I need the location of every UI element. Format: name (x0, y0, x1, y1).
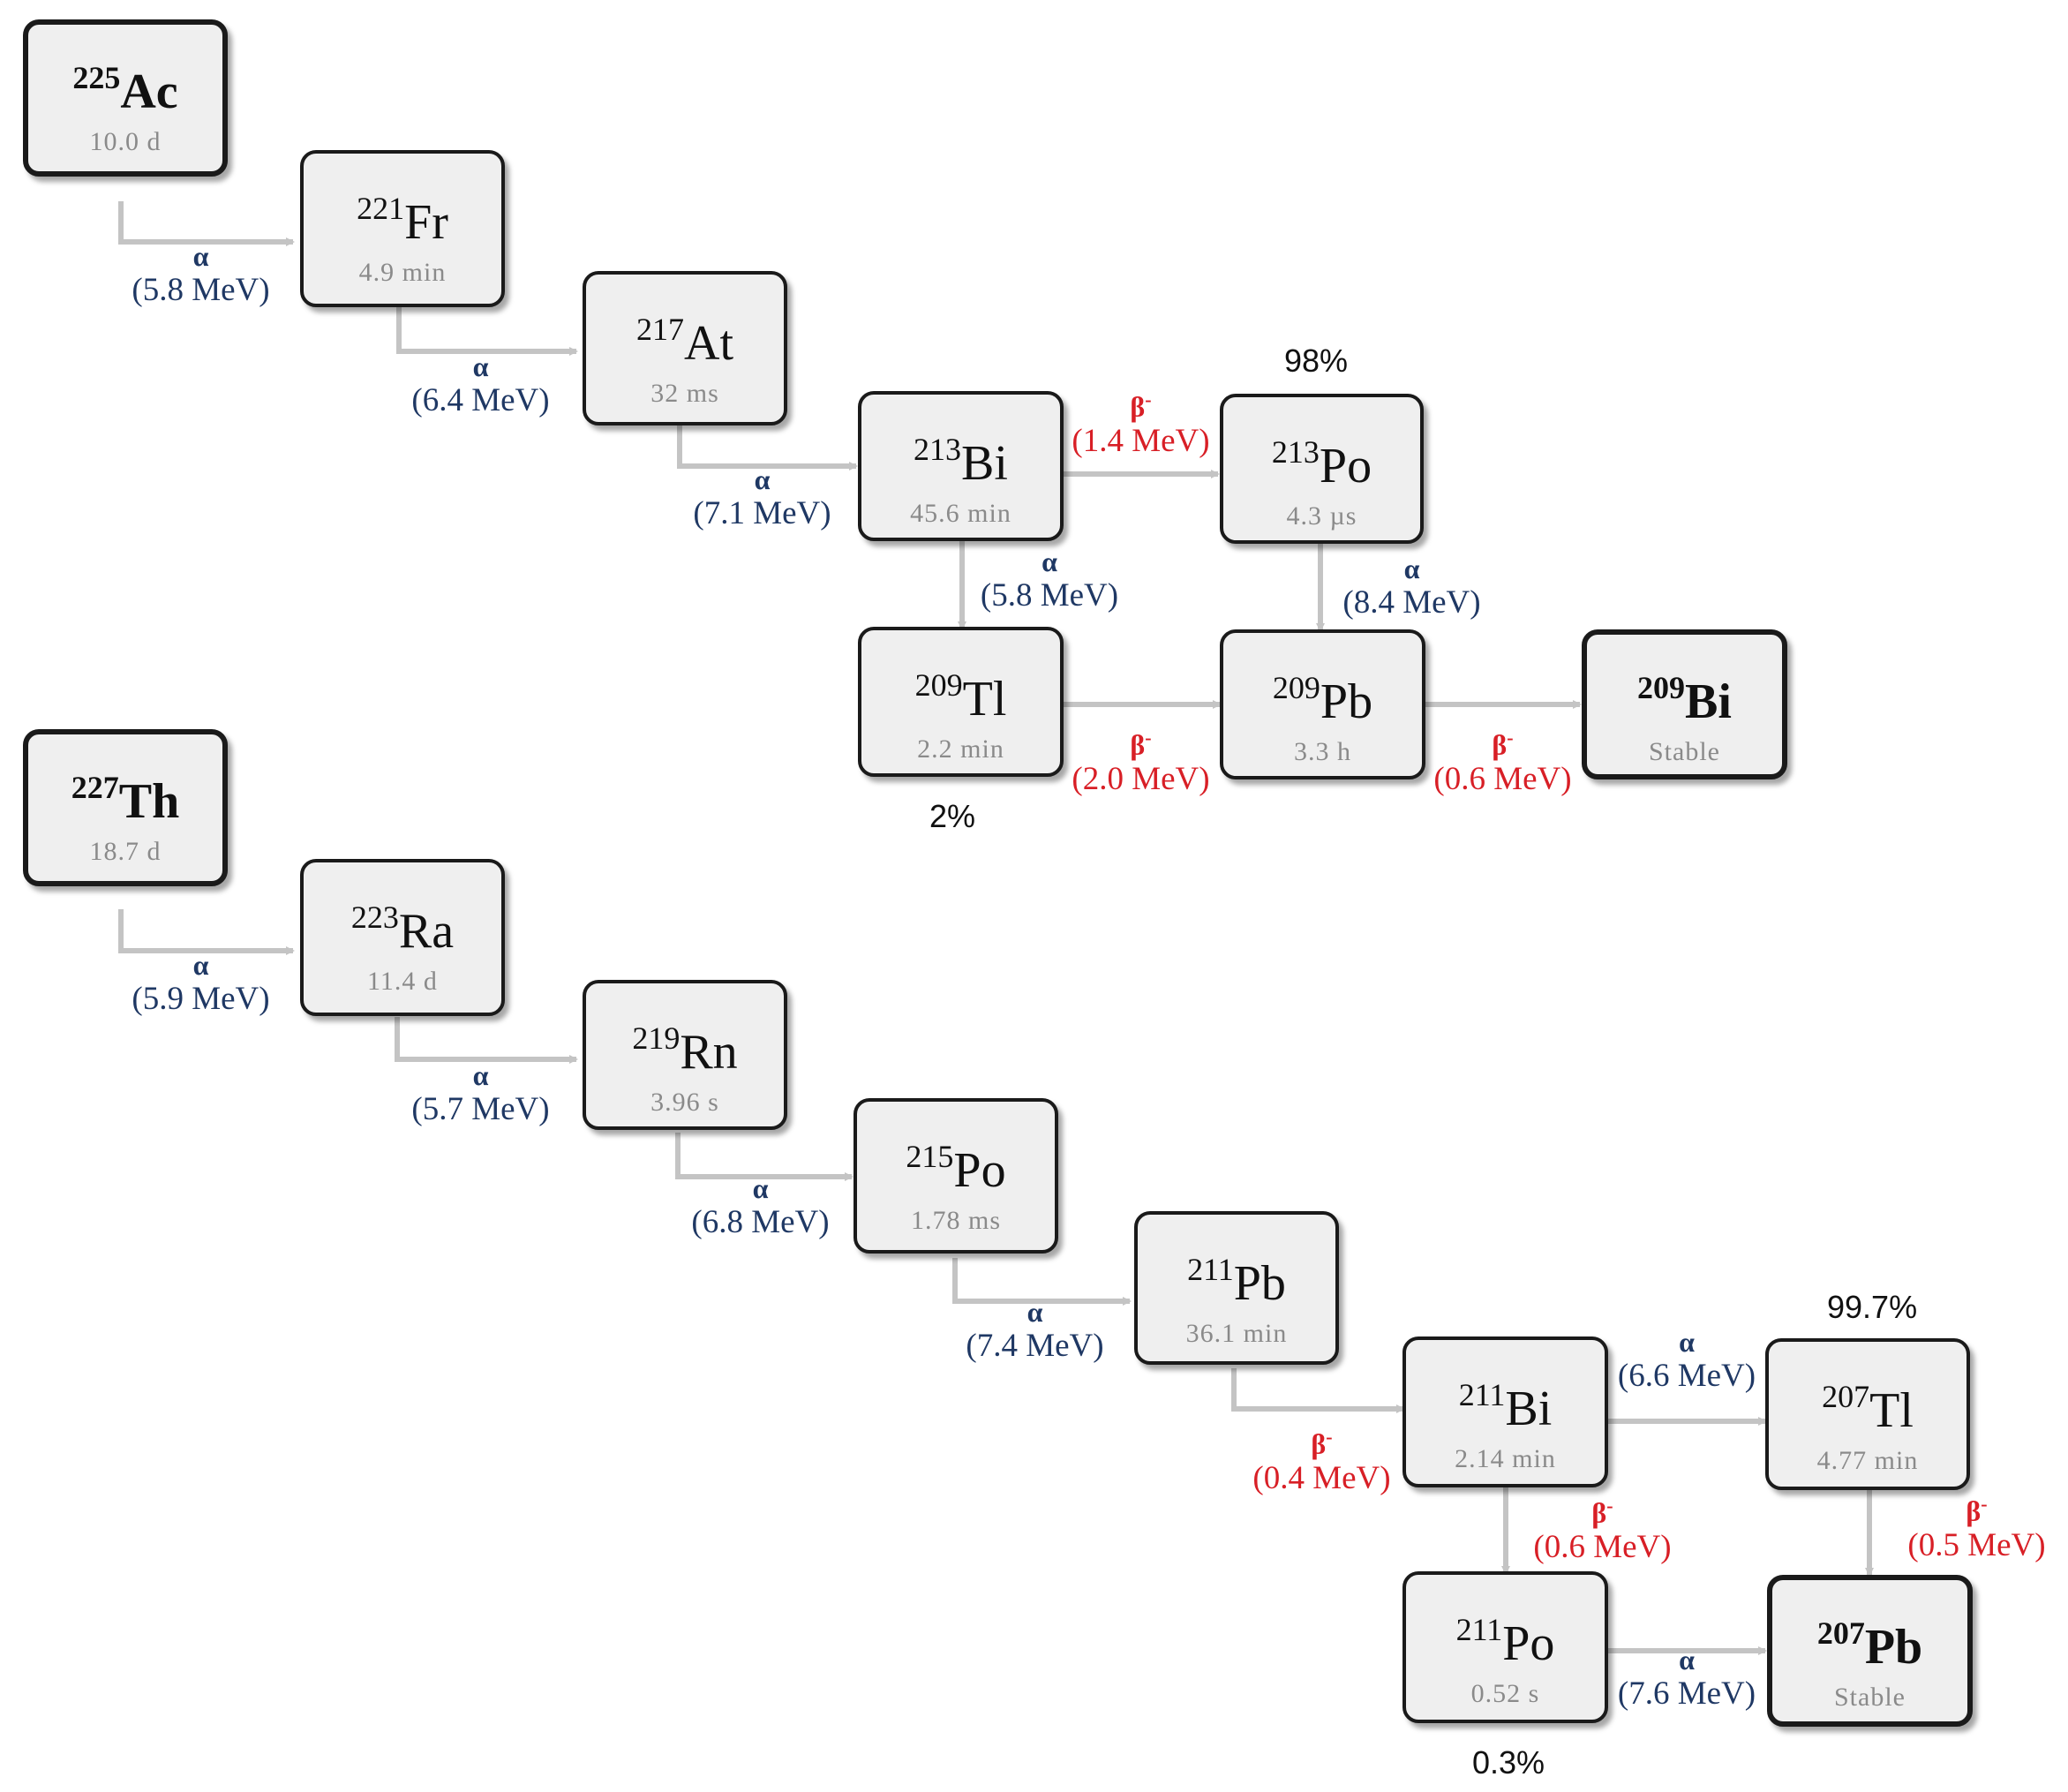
decay-label-pb211-bi211: β- (0.4 MeV) (1252, 1426, 1391, 1496)
nuclide-label: 211Pb (1187, 1252, 1286, 1311)
decay-label-bi213-tl209: α (5.8 MeV) (980, 546, 1119, 614)
nuclide-label: 213Bi (914, 432, 1008, 491)
arrow-pb211-bi211 (1231, 1368, 1405, 1413)
nuclide-label: 211Bi (1458, 1377, 1553, 1436)
decay-label-pb209-bi209: β- (0.6 MeV) (1433, 727, 1572, 797)
branch-percent-tl209: 2% (929, 798, 976, 834)
arrow-ac225-fr221 (118, 201, 295, 246)
decay-label-bi211-tl207: α (6.6 MeV) (1617, 1326, 1756, 1394)
nuclide-label: 207Pb (1816, 1615, 1923, 1675)
arrow-th227-ra223 (118, 909, 295, 955)
nuclide-rn219: 219Rn 3.96 s (583, 980, 787, 1130)
half-life: 4.9 min (358, 258, 447, 287)
nuclide-bi213: 213Bi 45.6 min (858, 391, 1064, 541)
half-life: 0.52 s (1470, 1679, 1540, 1708)
half-life: 45.6 min (910, 499, 1011, 528)
nuclide-bi211: 211Bi 2.14 min (1402, 1336, 1608, 1487)
nuclide-bi209: 209Bi Stable (1582, 629, 1787, 779)
nuclide-label: 209Pb (1272, 670, 1373, 729)
half-life: 36.1 min (1185, 1319, 1288, 1348)
half-life: 2.14 min (1455, 1444, 1556, 1473)
decay-label-bi211-po211: β- (0.6 MeV) (1533, 1495, 1672, 1565)
half-life: Stable (1834, 1683, 1906, 1712)
decay-label-fr221-at217: α (6.4 MeV) (411, 350, 550, 418)
nuclide-tl207: 207Tl 4.77 min (1765, 1338, 1970, 1490)
decay-label-rn219-po215: α (6.8 MeV) (691, 1172, 830, 1240)
nuclide-pb209: 209Pb 3.3 h (1220, 629, 1425, 779)
nuclide-label: 215Po (906, 1139, 1006, 1198)
nuclide-label: 217At (636, 312, 733, 371)
decay-label-po213-pb209: α (8.4 MeV) (1342, 553, 1481, 621)
nuclide-label: 223Ra (350, 900, 455, 959)
nuclide-label: 227Th (71, 770, 180, 829)
nuclide-label: 209Bi (1637, 670, 1732, 729)
half-life: 11.4 d (367, 967, 438, 996)
half-life: 3.3 h (1294, 737, 1351, 766)
nuclide-tl209: 209Tl 2.2 min (858, 627, 1064, 777)
half-life: 18.7 d (89, 837, 162, 866)
half-life: 4.3 µs (1286, 501, 1357, 531)
branch-percent-po213: 98% (1284, 343, 1349, 379)
nuclide-label: 207Tl (1822, 1379, 1914, 1438)
nuclide-label: 209Tl (914, 667, 1007, 727)
nuclide-pb211: 211Pb 36.1 min (1134, 1211, 1339, 1365)
arrow-ra223-rn219 (395, 1017, 578, 1064)
arrow-po215-pb211 (952, 1258, 1132, 1306)
branch-percent-tl207: 99.7% (1827, 1289, 1918, 1325)
nuclide-po213: 213Po 4.3 µs (1220, 394, 1424, 544)
decay-label-at217-bi213: α (7.1 MeV) (693, 463, 831, 531)
decay-label-th227-ra223: α (5.9 MeV) (132, 949, 270, 1017)
half-life: 3.96 s (650, 1088, 719, 1117)
nuclide-label: 211Po (1455, 1612, 1555, 1671)
half-life: 10.0 d (89, 127, 162, 156)
decay-label-tl209-pb209: β- (2.0 MeV) (1072, 727, 1210, 797)
half-life: 32 ms (650, 379, 719, 408)
nuclide-label: 219Rn (632, 1020, 738, 1080)
arrow-at217-bi213 (677, 425, 858, 471)
nuclide-fr221: 221Fr 4.9 min (300, 150, 505, 307)
nuclide-label: 213Po (1271, 434, 1372, 493)
decay-label-po215-pb211: α (7.4 MeV) (966, 1296, 1104, 1364)
nuclide-th227: 227Th 18.7 d (23, 729, 228, 886)
nuclide-label: 221Fr (357, 191, 448, 250)
nuclide-ac225: 225Ac 10.0 d (23, 19, 228, 177)
nuclide-label: 225Ac (72, 60, 178, 119)
nuclide-po215: 215Po 1.78 ms (854, 1098, 1058, 1254)
decay-label-ra223-rn219: α (5.7 MeV) (411, 1059, 550, 1127)
decay-label-po211-pb207: α (7.6 MeV) (1617, 1644, 1756, 1712)
half-life: Stable (1649, 737, 1720, 766)
half-life: 1.78 ms (910, 1206, 1001, 1235)
branch-percent-po211: 0.3% (1472, 1744, 1545, 1781)
nuclide-ra223: 223Ra 11.4 d (300, 859, 505, 1016)
arrow-fr221-at217 (396, 307, 578, 356)
decay-label-bi213-po213: β- (1.4 MeV) (1072, 388, 1210, 459)
nuclide-po211: 211Po 0.52 s (1402, 1571, 1608, 1723)
nuclide-pb207: 207Pb Stable (1767, 1575, 1973, 1727)
decay-label-tl207-pb207: β- (0.5 MeV) (1907, 1493, 2046, 1563)
decay-label-ac225-fr221: α (5.8 MeV) (132, 240, 270, 308)
arrow-rn219-po215 (675, 1133, 854, 1181)
half-life: 2.2 min (917, 734, 1004, 764)
nuclide-at217: 217At 32 ms (583, 271, 787, 425)
half-life: 4.77 min (1816, 1446, 1919, 1475)
